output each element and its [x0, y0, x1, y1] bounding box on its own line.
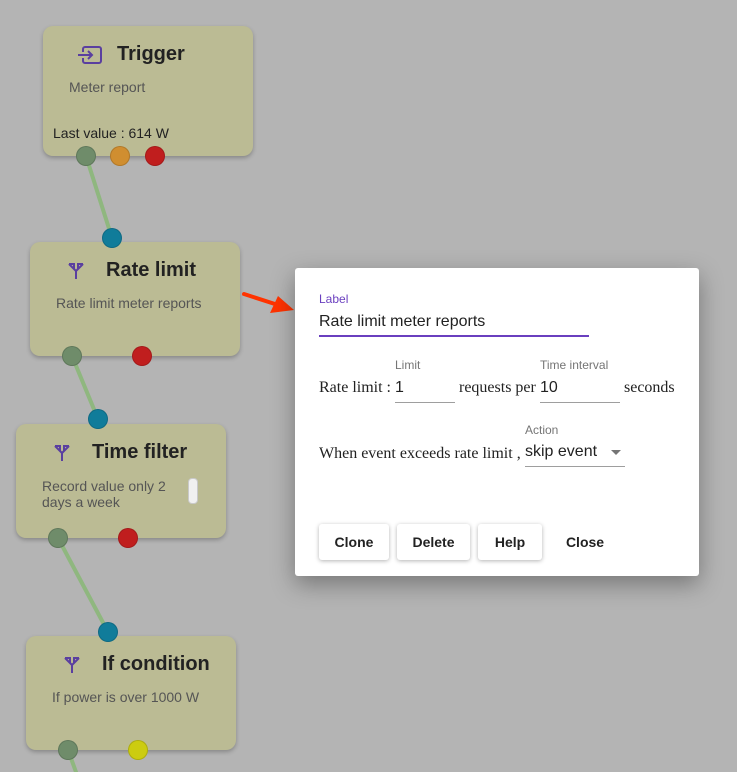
- limit-label: Limit: [395, 358, 421, 372]
- port-trigger-output-orange[interactable]: [110, 146, 130, 166]
- chevron-down-icon[interactable]: [611, 450, 621, 455]
- clone-button[interactable]: Clone: [319, 524, 389, 560]
- port-ifcondition-output-yellow[interactable]: [128, 740, 148, 760]
- rate-limit-prefix: Rate limit :: [319, 379, 391, 396]
- node-title: Rate limit: [106, 259, 197, 281]
- time-interval-label: Time interval: [540, 358, 609, 372]
- last-value-text: Last value : 614 W: [53, 125, 169, 141]
- node-description: If power is over 1000 W: [52, 689, 200, 705]
- seconds-text: seconds: [624, 379, 675, 396]
- port-ratelimit-output-red[interactable]: [132, 346, 152, 366]
- port-timefilter-output-red[interactable]: [118, 528, 138, 548]
- port-trigger-output-green[interactable]: [76, 146, 96, 166]
- label-input[interactable]: [319, 312, 589, 332]
- label-field-label: Label: [319, 292, 349, 306]
- requests-per-text: requests per: [459, 379, 536, 396]
- port-ifcondition-output-green[interactable]: [58, 740, 78, 760]
- node-trigger[interactable]: Trigger Meter report Last value : 614 W: [43, 26, 253, 156]
- node-description: Record value only 2 days a week: [42, 478, 166, 510]
- node-title: Time filter: [92, 441, 188, 463]
- action-prefix: When event exceeds rate limit ,: [319, 445, 521, 462]
- branch-icon: [52, 443, 78, 463]
- delete-button[interactable]: Delete: [397, 524, 470, 560]
- time-interval-underline: [540, 402, 620, 403]
- trigger-icon: [77, 45, 103, 65]
- node-rate-limit[interactable]: Rate limit Rate limit meter reports: [30, 242, 240, 356]
- description-scrollbar[interactable]: [188, 478, 198, 504]
- node-title: Trigger: [117, 43, 185, 65]
- help-button[interactable]: Help: [478, 524, 542, 560]
- action-select[interactable]: skip event: [525, 443, 598, 460]
- port-ratelimit-output-green[interactable]: [62, 346, 82, 366]
- close-button[interactable]: Close: [551, 524, 619, 560]
- port-ratelimit-input[interactable]: [102, 228, 122, 248]
- branch-icon: [62, 655, 88, 675]
- time-interval-input[interactable]: [540, 378, 620, 398]
- port-timefilter-output-green[interactable]: [48, 528, 68, 548]
- limit-input-underline: [395, 402, 455, 403]
- port-trigger-output-red[interactable]: [145, 146, 165, 166]
- node-settings-dialog: Label Rate limit : Limit requests per Ti…: [295, 268, 699, 576]
- pointer-arrow-icon: [242, 292, 294, 313]
- port-ifcondition-input[interactable]: [98, 622, 118, 642]
- action-select-underline: [525, 466, 625, 467]
- wire-ratelimit-timefilter: [70, 354, 100, 421]
- limit-input[interactable]: [395, 378, 455, 398]
- label-input-underline: [319, 335, 589, 337]
- node-time-filter[interactable]: Time filter Record value only 2 days a w…: [16, 424, 226, 538]
- node-description: Meter report: [69, 79, 146, 95]
- action-label: Action: [525, 423, 559, 437]
- node-title: If condition: [102, 653, 210, 675]
- node-description: Rate limit meter reports: [56, 295, 202, 311]
- branch-icon: [66, 261, 92, 281]
- port-timefilter-input[interactable]: [88, 409, 108, 429]
- wire-trigger-ratelimit: [84, 154, 114, 240]
- node-if-condition[interactable]: If condition If power is over 1000 W: [26, 636, 236, 750]
- wire-timefilter-ifcondition: [56, 536, 110, 634]
